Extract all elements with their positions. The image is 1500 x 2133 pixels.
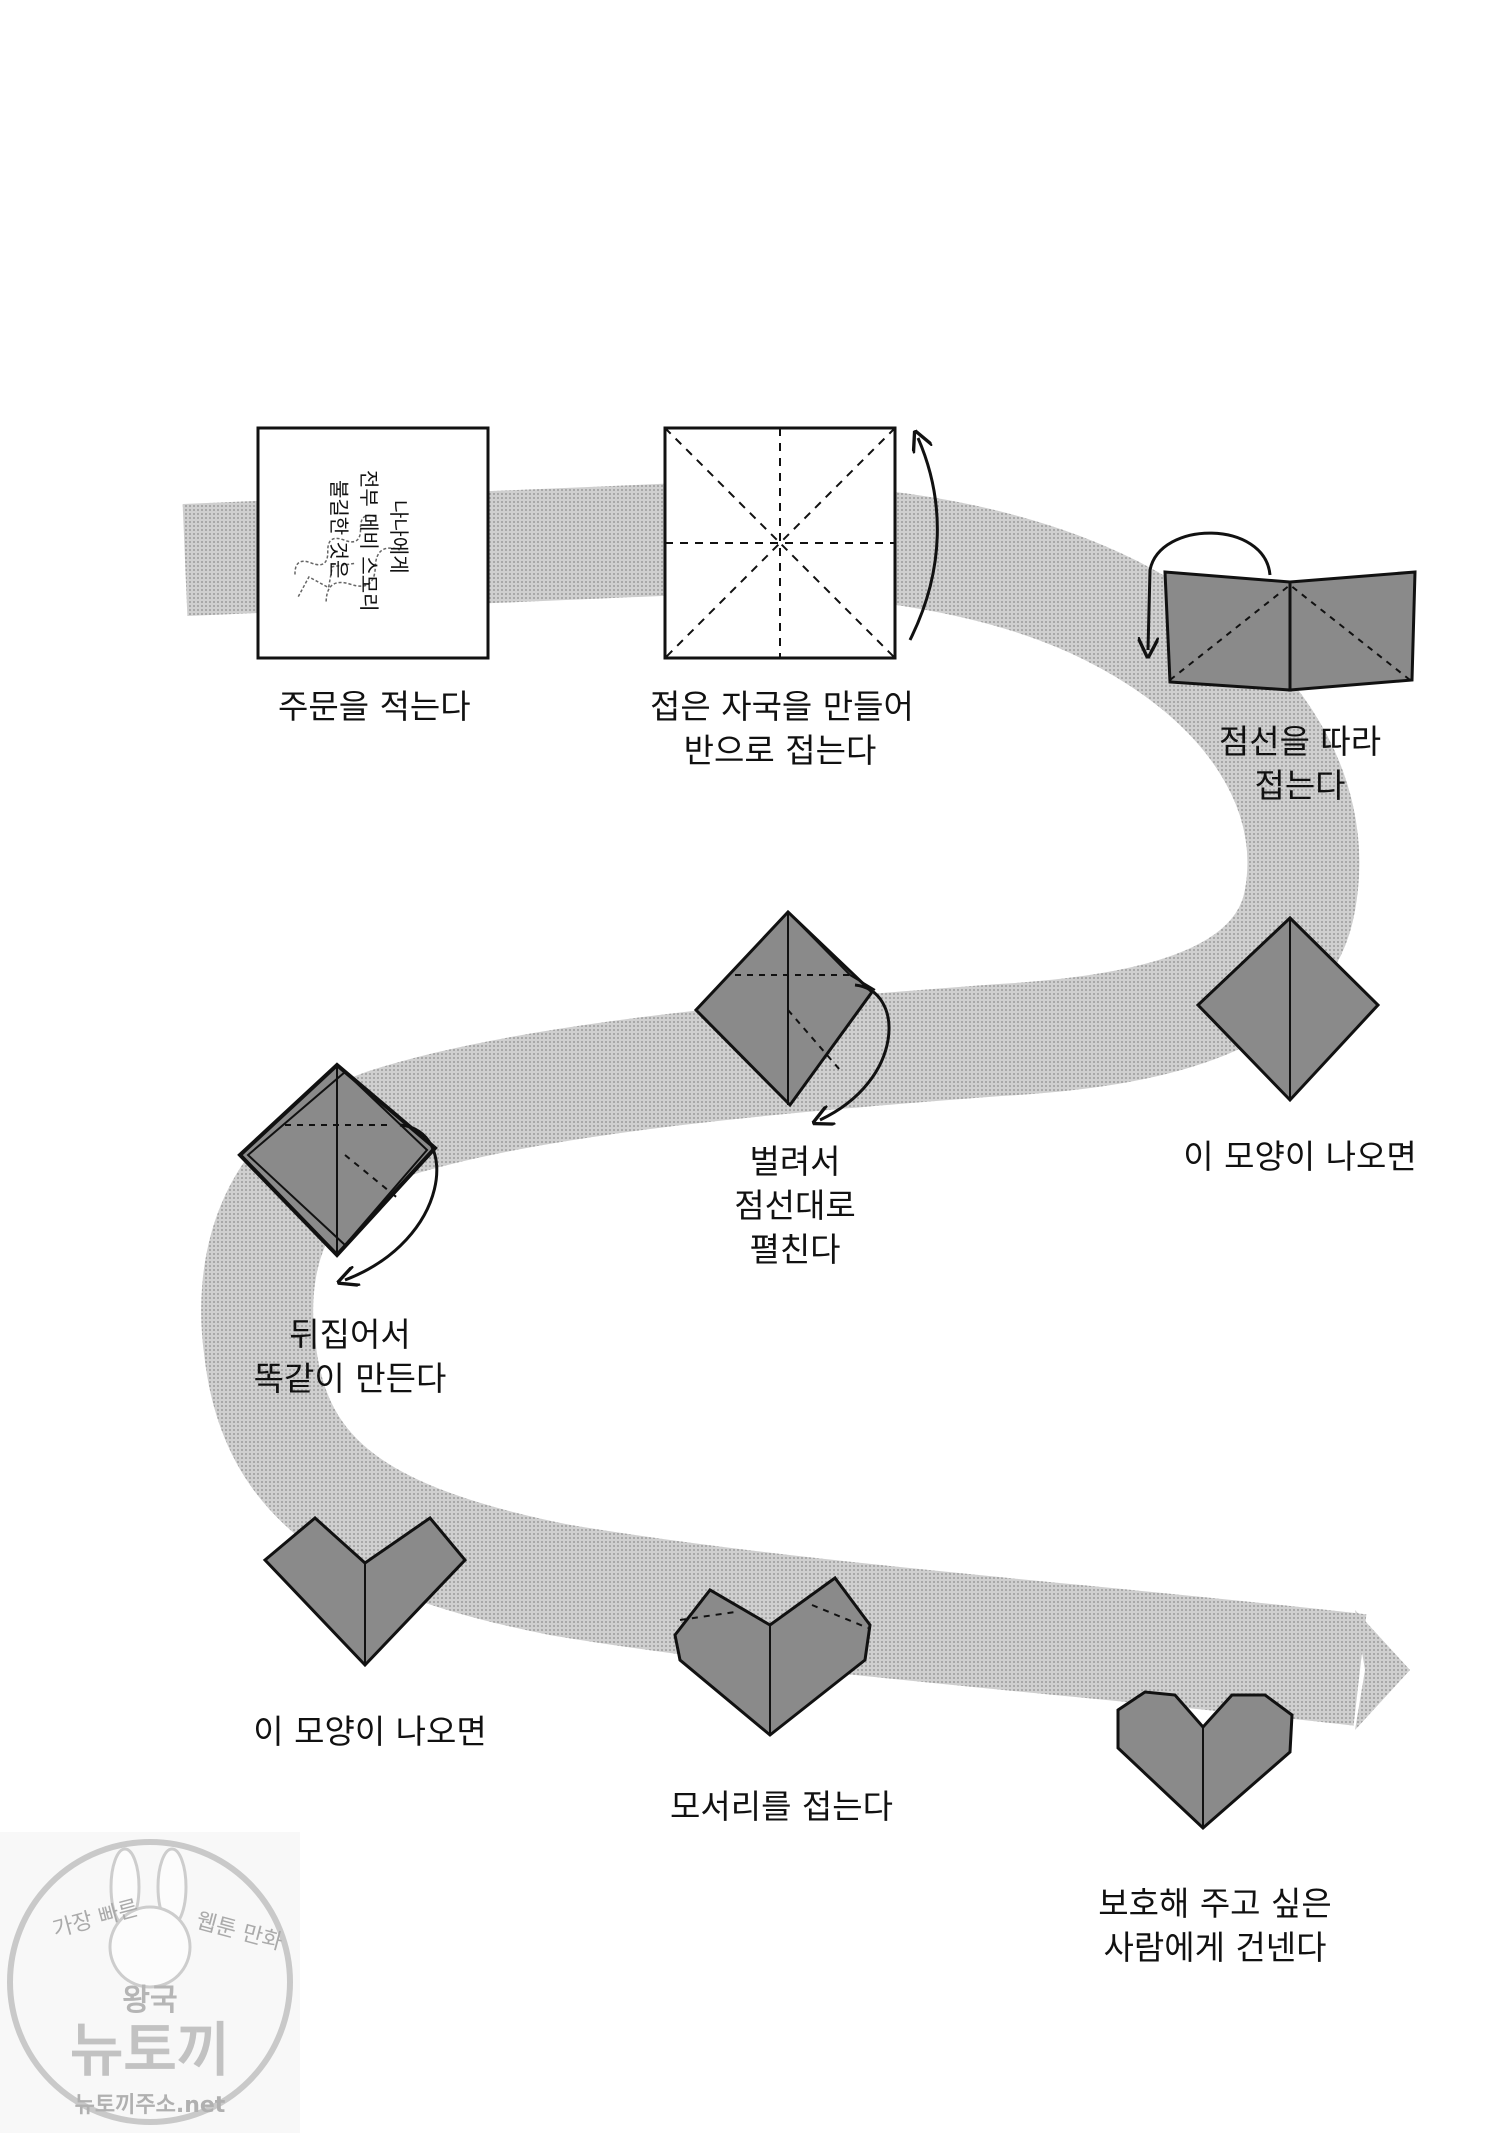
caption-line: 이 모양이 나오면 <box>253 1712 487 1751</box>
caption-spread-unfold: 벌려서 점선대로 펼친다 <box>700 1140 890 1272</box>
rabbit-icon <box>108 1847 192 1989</box>
caption-shape-appears-1: 이 모양이 나오면 <box>1180 1135 1420 1179</box>
caption-line: 보호해 주고 싶은 <box>1098 1884 1332 1923</box>
caption-line: 뒤집어서 <box>289 1315 411 1354</box>
caption-line: 점선대로 <box>734 1186 856 1225</box>
step3-half-fold <box>1148 531 1417 692</box>
caption-shape-appears-2: 이 모양이 나오면 <box>250 1710 490 1754</box>
step2-crease-paper <box>663 426 939 660</box>
ribbon-body <box>182 482 1367 1726</box>
caption-line: 펼친다 <box>749 1230 841 1269</box>
caption-line: 벌려서 <box>749 1142 841 1181</box>
caption-give-heart: 보호해 주고 싶은 사람에게 건넨다 <box>1090 1882 1340 1970</box>
step7-v-shape <box>262 1515 468 1668</box>
logo-middle-text: 왕국 <box>122 1983 177 2018</box>
step8-corners <box>673 1575 872 1737</box>
caption-fold-dotted: 점선을 따라 접는다 <box>1215 720 1385 808</box>
logo-ring <box>7 1839 293 2125</box>
spread-arrow <box>820 983 891 1120</box>
step6-flip <box>237 1062 439 1280</box>
spell-text-3: 나나에게 <box>387 500 411 574</box>
caption-line: 이 모양이 나오면 <box>1183 1137 1417 1176</box>
caption-fold-corners: 모서리를 접는다 <box>670 1785 894 1829</box>
step4-diamond <box>1195 915 1381 1103</box>
step1-spell-paper: 불길한 것은 전부 메비 스모리 나나에게 <box>256 426 490 660</box>
step9-heart <box>1116 1690 1294 1831</box>
fold-down-arrow <box>1148 531 1272 650</box>
flip-arrow <box>345 1123 439 1280</box>
step5-spread <box>693 909 891 1120</box>
caption-line: 주문을 적는다 <box>278 687 471 726</box>
caption-line: 모서리를 접는다 <box>670 1787 894 1826</box>
caption-line: 접는다 <box>1254 766 1346 805</box>
spell-text-2: 전부 메비 스모리 <box>357 470 381 612</box>
caption-write-spell: 주문을 적는다 <box>278 685 471 729</box>
caption-crease-fold-half: 접은 자국을 만들어 반으로 접는다 <box>650 685 914 773</box>
ribbon-arrowhead <box>1355 1610 1410 1730</box>
caption-line: 반으로 접는다 <box>683 731 877 770</box>
fold-up-arrow <box>908 438 939 641</box>
caption-line: 똑같이 만든다 <box>253 1359 447 1398</box>
logo-main-text: 뉴토끼 <box>70 2016 230 2084</box>
caption-flip-repeat: 뒤집어서 똑같이 만든다 <box>235 1313 465 1401</box>
spell-doodles <box>294 514 401 602</box>
watermark-logo: 가장 빠른 웹툰 만화 왕국 뉴토끼 뉴토끼주소.net <box>0 1832 300 2133</box>
caption-line: 접은 자국을 만들어 <box>650 687 914 726</box>
flow-ribbon <box>182 482 1410 1730</box>
caption-line: 사람에게 건넨다 <box>1103 1928 1327 1967</box>
caption-line: 점선을 따라 <box>1218 722 1382 761</box>
logo-url-text: 뉴토끼주소.net <box>75 2093 226 2118</box>
spell-text-1: 불길한 것은 <box>327 480 351 578</box>
spell-paper <box>256 426 490 660</box>
